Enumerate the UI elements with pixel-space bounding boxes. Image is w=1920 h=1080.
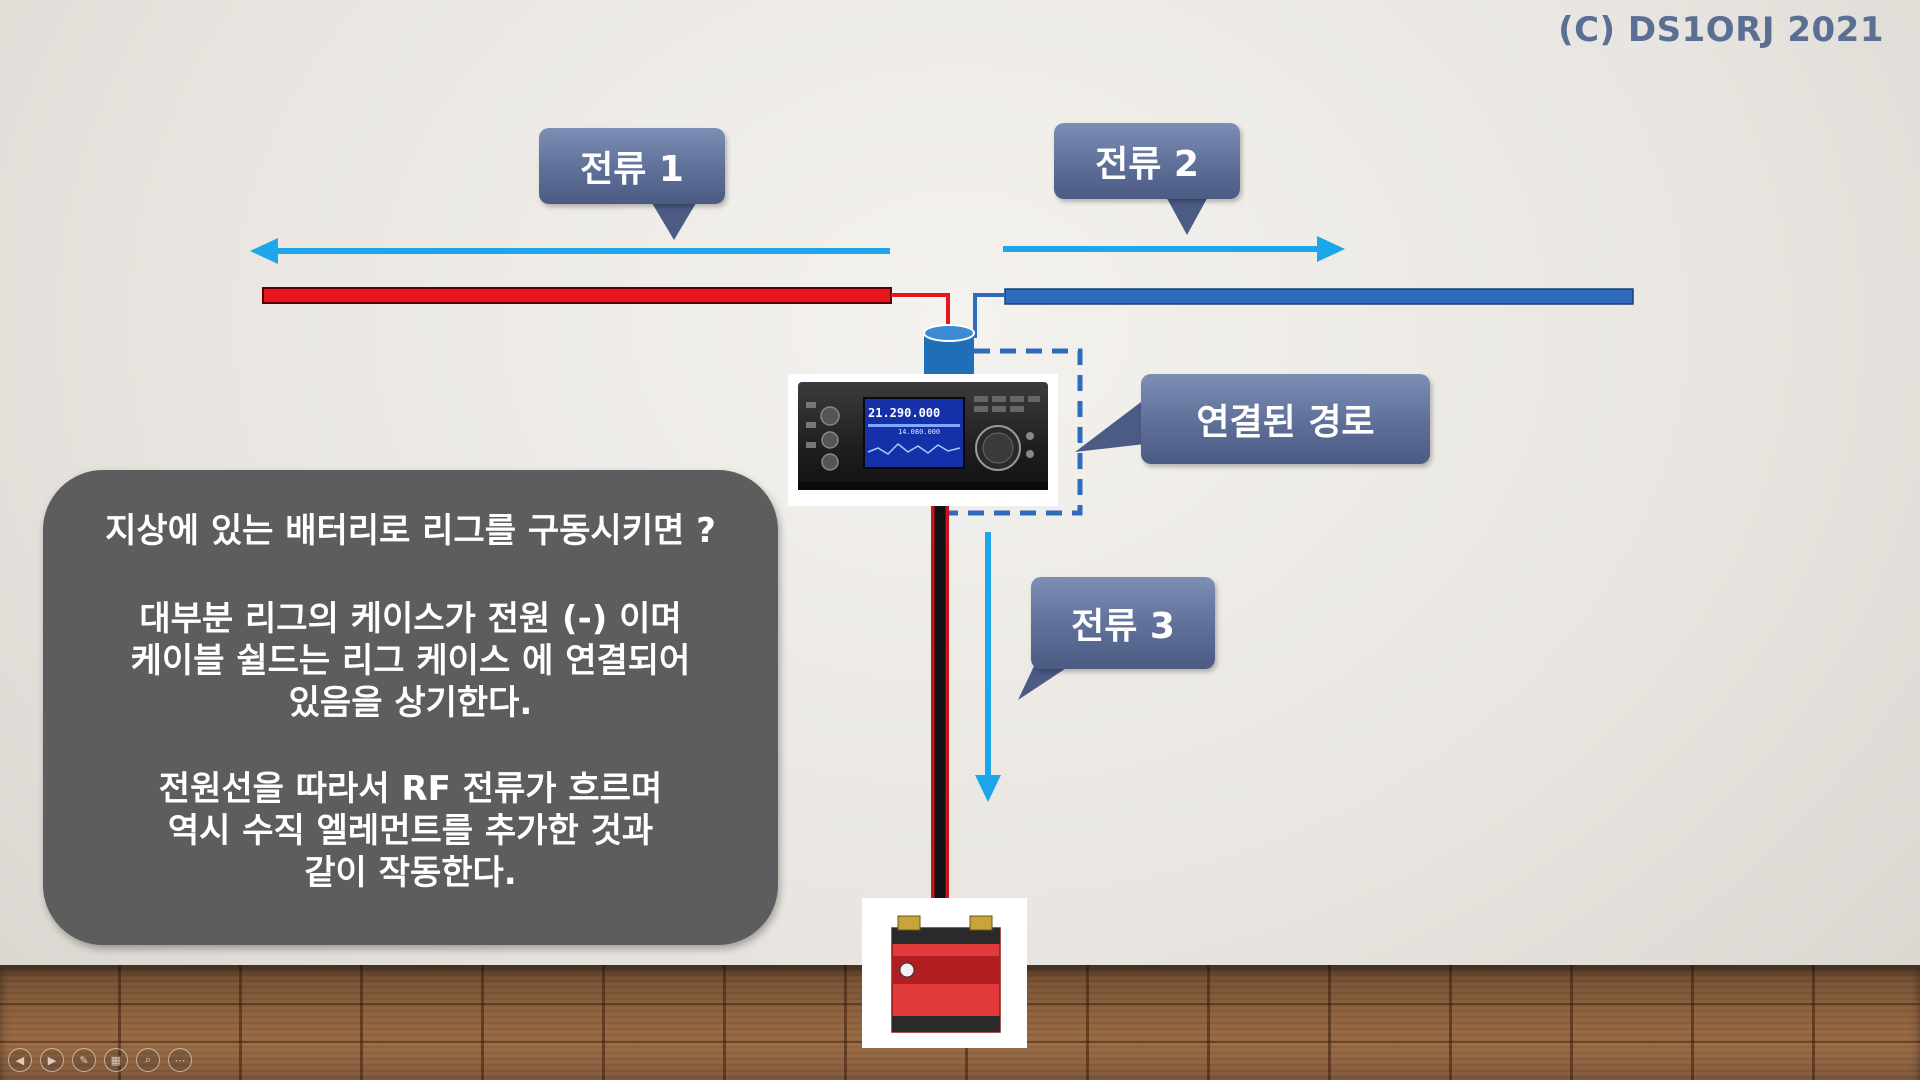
left-dipole-element bbox=[262, 287, 892, 304]
callout-current3-label: 전류 3 bbox=[1031, 577, 1215, 669]
callout-connected-path-label: 연결된 경로 bbox=[1141, 374, 1430, 464]
previous-slide-icon[interactable]: ◀ bbox=[8, 1048, 32, 1072]
connected-path-dashed bbox=[945, 348, 1083, 516]
callout-current2-label: 전류 2 bbox=[1054, 123, 1240, 199]
callout-pointer bbox=[1075, 399, 1145, 452]
paragraph-line: 역시 수직 엘레먼트를 추가한 것과 bbox=[167, 811, 654, 851]
zoom-icon[interactable]: ⌕ bbox=[136, 1048, 160, 1072]
current2-arrowhead bbox=[1317, 236, 1345, 262]
callout-pointer bbox=[1164, 193, 1210, 235]
question-text: 지상에 있는 배터리로 리그를 구동시키면 ? bbox=[43, 510, 778, 552]
callout-current2: 전류 2 bbox=[1054, 123, 1240, 235]
radio-frequency-sub: 14.080.000 bbox=[898, 428, 941, 436]
paragraph-line: 전원선을 따라서 RF 전류가 흐르며 bbox=[158, 769, 663, 809]
paragraph-line: 케이블 쉴드는 리그 케이스 에 연결되어 bbox=[130, 641, 691, 681]
callout-pointer bbox=[649, 198, 699, 240]
slideshow-controls: ◀ ▶ ✎ ▦ ⌕ ⋯ bbox=[8, 1048, 192, 1072]
explanation-box: 지상에 있는 배터리로 리그를 구동시키면 ? 대부분 리그의 케이스가 전원 … bbox=[43, 470, 778, 945]
battery-icon bbox=[862, 898, 1027, 1048]
question-line: 지상에 있는 배터리로 리그를 구동시키면 ? bbox=[105, 511, 716, 551]
radio-frequency-main: 21.290.000 bbox=[868, 406, 941, 420]
next-slide-icon[interactable]: ▶ bbox=[40, 1048, 64, 1072]
callout-current3: 전류 3 bbox=[1018, 577, 1215, 702]
paragraph-line: 대부분 리그의 케이스가 전원 (-) 이며 bbox=[139, 599, 682, 639]
current3-arrowhead bbox=[975, 775, 1001, 802]
callout-current1: 전류 1 bbox=[539, 128, 725, 240]
pen-icon[interactable]: ✎ bbox=[72, 1048, 96, 1072]
current1-arrowhead bbox=[250, 238, 278, 264]
right-feed-wire bbox=[973, 293, 1005, 338]
left-feed-wire bbox=[891, 293, 950, 338]
copyright-text: (C) DS1ORJ 2021 bbox=[1558, 10, 1884, 50]
paragraph-line: 있음을 상기한다. bbox=[288, 683, 533, 723]
coax-connector-icon bbox=[923, 324, 975, 381]
callout-connected-path: 연결된 경로 bbox=[1075, 374, 1430, 474]
paragraph-rf-current: 전원선을 따라서 RF 전류가 흐르며 역시 수직 엘레먼트를 추가한 것과 같… bbox=[43, 768, 778, 894]
more-options-icon[interactable]: ⋯ bbox=[168, 1048, 192, 1072]
paragraph-line: 같이 작동한다. bbox=[304, 853, 517, 893]
paragraph-case-ground: 대부분 리그의 케이스가 전원 (-) 이며 케이블 쉴드는 리그 케이스 에 … bbox=[43, 598, 778, 724]
slides-grid-icon[interactable]: ▦ bbox=[104, 1048, 128, 1072]
transceiver-icon: 21.290.000 14.080.000 bbox=[788, 374, 1058, 506]
callout-current1-label: 전류 1 bbox=[539, 128, 725, 204]
right-dipole-element bbox=[1004, 288, 1634, 305]
